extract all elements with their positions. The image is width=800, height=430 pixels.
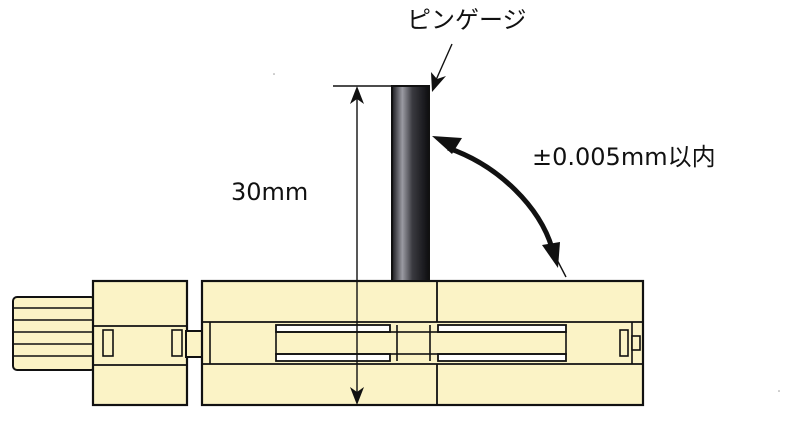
tolerance-label: ±0.005mm以内 (532, 143, 716, 171)
height-label: 30mm (231, 178, 309, 206)
speck-mark (778, 390, 780, 392)
slot-center-bridges (275, 325, 567, 361)
pin-gauge-leader (431, 43, 453, 92)
pin-gauge (391, 85, 430, 282)
adjust-knob (12, 296, 96, 371)
height-dimension (333, 85, 392, 405)
right-tabs (619, 329, 641, 357)
angle-arrow (432, 136, 567, 278)
left-block (91, 279, 189, 407)
main-block (200, 279, 645, 407)
speck-mark (273, 73, 275, 75)
pin-gauge-label: ピンゲージ (407, 6, 527, 34)
